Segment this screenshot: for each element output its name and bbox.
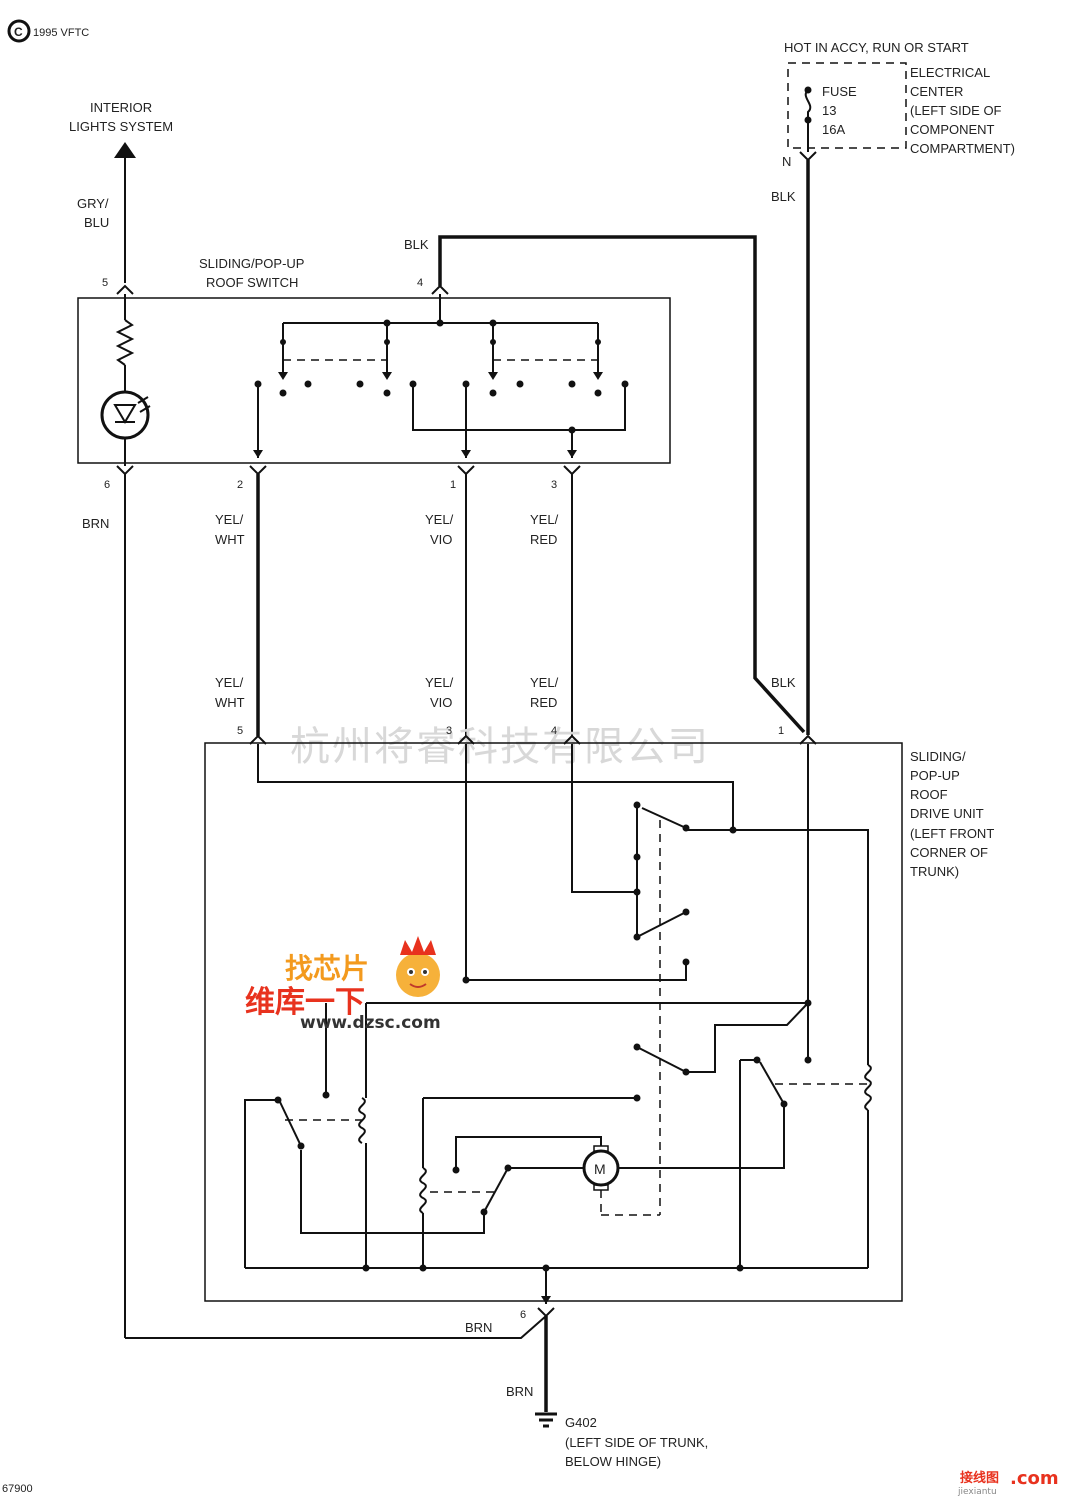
drive-title-2: POP-UP [910, 768, 960, 783]
label-yel-red-bot-1: YEL/ [530, 675, 559, 690]
hot-label: HOT IN ACCY, RUN OR START [784, 40, 969, 55]
connector-n [799, 151, 817, 162]
wire-blk-switch [438, 235, 806, 734]
drive-pin-6: 6 [520, 1309, 526, 1321]
connector-switch-6 [116, 465, 134, 476]
connector-drive-3 [457, 734, 475, 745]
connector-drive-4 [563, 734, 581, 745]
label-yel-vio-top-2: VIO [430, 532, 452, 547]
label-yel-wht-top-1: YEL/ [215, 512, 244, 527]
switch-pin-4: 4 [417, 277, 423, 289]
watermark-company: 杭州将睿科技有限公司 [290, 724, 710, 770]
wire-label-brn-left: BRN [82, 516, 109, 531]
label-yel-red-top-1: YEL/ [530, 512, 559, 527]
drive-title-5: (LEFT FRONT [910, 826, 994, 841]
connector-drive-5 [249, 734, 267, 745]
lamp-icon [100, 390, 151, 440]
wire-label-blk-top: BLK [404, 237, 429, 252]
ground-location-1: (LEFT SIDE OF TRUNK, [565, 1435, 708, 1450]
switch-pin-6: 6 [104, 479, 110, 491]
switch-contacts [253, 294, 629, 458]
center-line1: ELECTRICAL [910, 65, 990, 80]
label-yel-vio-bot-2: VIO [430, 695, 452, 710]
drive-title-4: DRIVE UNIT [910, 806, 984, 821]
wire-label-blu: BLU [84, 215, 109, 230]
drive-pin-4: 4 [551, 725, 557, 737]
label-yel-wht-bot-2: WHT [215, 695, 245, 710]
ground-id: G402 [565, 1415, 597, 1430]
switch-pin-2: 2 [237, 479, 243, 491]
corner-watermark: 接线图 .com jiexiantu [957, 1468, 1059, 1497]
wire-label-brn-ground: BRN [506, 1384, 533, 1399]
center-line2: CENTER [910, 84, 963, 99]
drive-pin-5: 5 [237, 725, 243, 737]
interior-label-line1: INTERIOR [90, 100, 152, 115]
switch-pin-1: 1 [450, 479, 456, 491]
drive-title-3: ROOF [910, 787, 948, 802]
ground-location-2: BELOW HINGE) [565, 1454, 661, 1469]
interior-label-line2: LIGHTS SYSTEM [69, 119, 173, 134]
fuse-rating: 16A [822, 122, 845, 137]
switch-title-line1: SLIDING/POP-UP [199, 256, 304, 271]
wire-label-brn-bottom: BRN [465, 1320, 492, 1335]
center-line5: COMPARTMENT) [910, 141, 1015, 156]
watermark-logo-line2: 维库一下 [245, 985, 365, 1020]
connector-switch-1 [457, 465, 475, 476]
switch-title-line2: ROOF SWITCH [206, 275, 298, 290]
connector-switch-3 [563, 465, 581, 476]
fuse-label: FUSE [822, 84, 857, 99]
corner-logo-text: 接线图 [960, 1470, 999, 1486]
label-yel-vio-top-1: YEL/ [425, 512, 454, 527]
switch-pin-3: 3 [551, 479, 557, 491]
corner-logo-com: .com [1010, 1468, 1059, 1489]
label-yel-red-bot-2: RED [530, 695, 557, 710]
arrow-up-icon [114, 142, 136, 158]
corner-logo-url: jiexiantu [957, 1487, 997, 1497]
motor-label: M [594, 1161, 606, 1177]
copyright-text: 1995 VFTC [33, 27, 89, 39]
wire-label-blk-lower: BLK [771, 675, 796, 690]
drive-pin-3: 3 [446, 725, 452, 737]
drive-pin-1: 1 [778, 725, 784, 737]
connector-drive-1 [799, 734, 817, 745]
wire-brn-bottom [125, 1315, 547, 1339]
switch-pin-5: 5 [102, 277, 108, 289]
roof-switch-box [77, 297, 671, 464]
fuse-icon [804, 86, 812, 124]
connector-switch-2 [249, 465, 267, 476]
connector-switch-4 [431, 284, 449, 295]
resistor-icon [115, 294, 135, 392]
label-yel-wht-top-2: WHT [215, 532, 245, 547]
drive-unit-box [204, 742, 903, 1302]
figure-id: 67900 [2, 1483, 33, 1495]
fuse-number: 13 [822, 103, 836, 118]
center-line4: COMPONENT [910, 122, 995, 137]
drive-title-6: CORNER OF [910, 845, 988, 860]
watermark-logo-line1: 找芯片 [285, 952, 369, 985]
electrical-center-box [787, 62, 907, 149]
label-yel-red-top-2: RED [530, 532, 557, 547]
label-yel-vio-bot-1: YEL/ [425, 675, 454, 690]
watermark-logo-url: www.dzsc.com [300, 1013, 441, 1033]
drive-unit-circuit: M [244, 744, 872, 1304]
center-line3: (LEFT SIDE OF [910, 103, 1002, 118]
fuse-pin-n: N [782, 154, 791, 169]
connector-switch-5 [116, 284, 134, 295]
svg-text:C: C [14, 25, 23, 39]
drive-title-7: TRUNK) [910, 864, 959, 879]
wire-label-blk-fuse: BLK [771, 189, 796, 204]
ground-icon [535, 1412, 557, 1428]
wire-label-gry: GRY/ [77, 196, 109, 211]
copyright-mark: C 1995 VFTC [7, 19, 89, 43]
connector-drive-6 [537, 1307, 555, 1318]
dzsc-watermark-logo: 找芯片 维库一下 www.dzsc.com [245, 936, 441, 1033]
label-yel-wht-bot-1: YEL/ [215, 675, 244, 690]
drive-title-1: SLIDING/ [910, 749, 966, 764]
